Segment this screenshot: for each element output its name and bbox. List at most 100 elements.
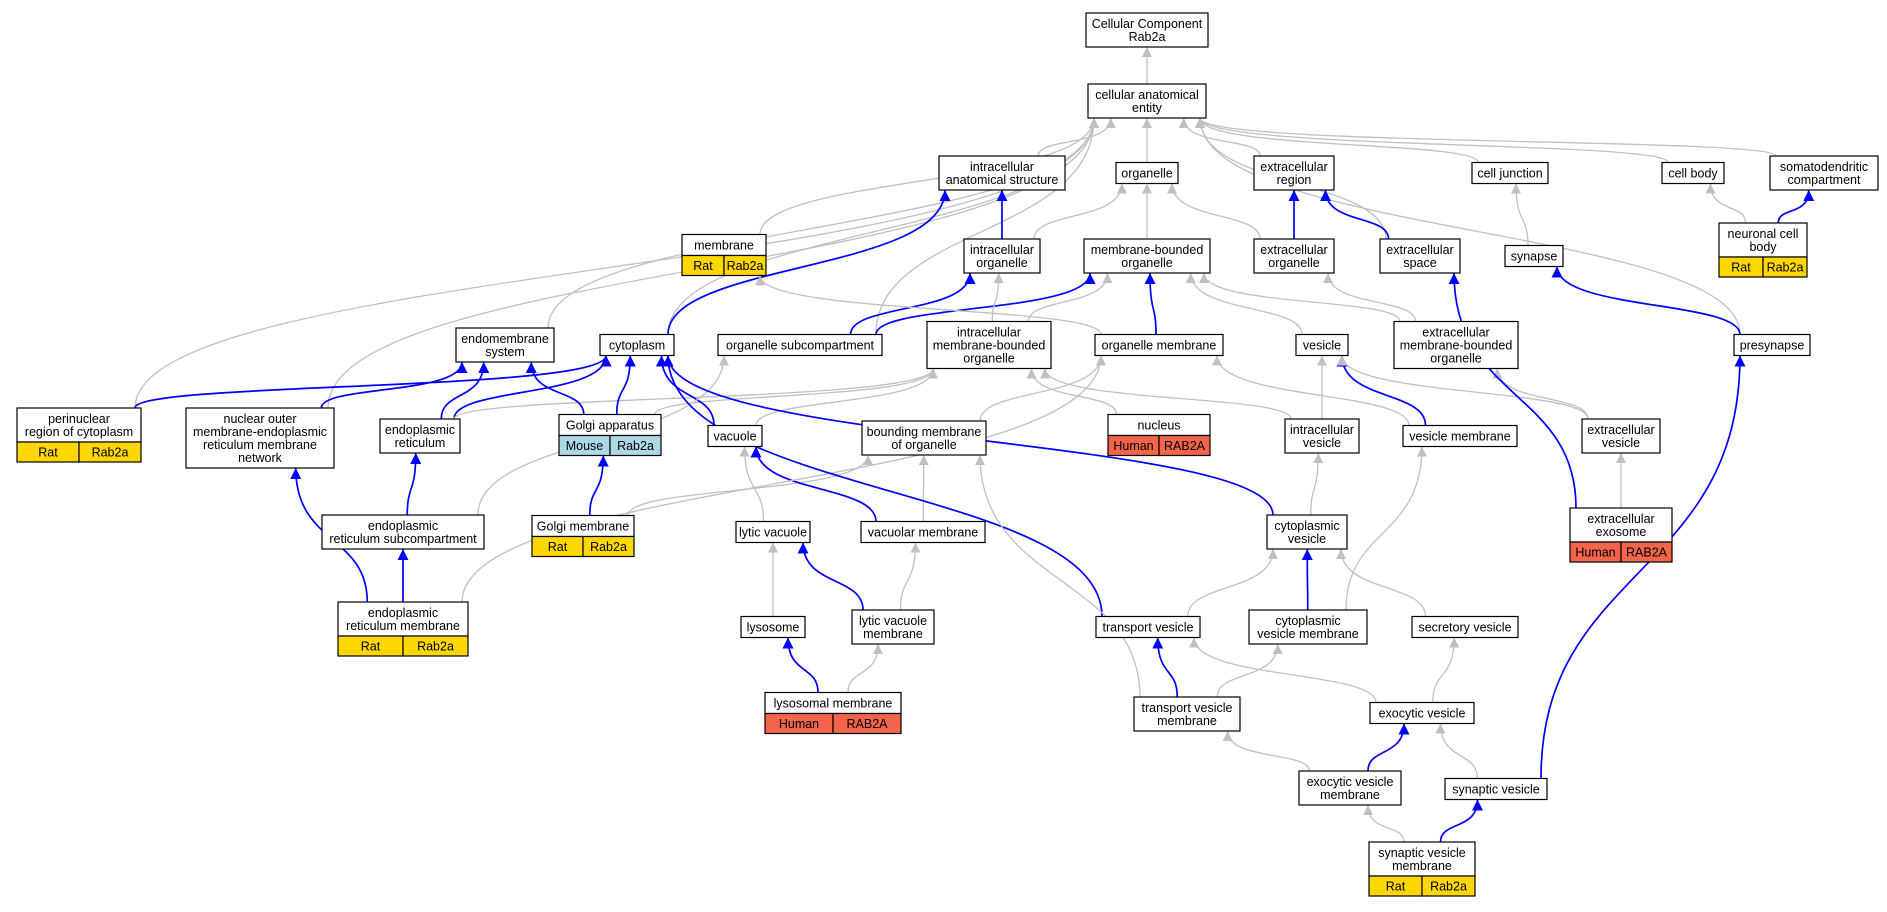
node-orgsub[interactable]: organelle subcompartment bbox=[717, 333, 883, 357]
node-exoves[interactable]: exocytic vesicle bbox=[1369, 701, 1475, 725]
node-label: membrane-bounded bbox=[1091, 243, 1204, 257]
part-of-edge bbox=[453, 355, 612, 420]
node-vacmem[interactable]: vacuolar membrane bbox=[860, 520, 986, 544]
is-a-edge bbox=[1195, 117, 1777, 157]
node-box bbox=[717, 333, 883, 357]
node-label: transport vesicle bbox=[1102, 621, 1193, 635]
node-label: extracellular bbox=[1260, 243, 1327, 257]
node-lysosome[interactable]: lysosome bbox=[740, 615, 806, 639]
is-a-edge bbox=[1195, 117, 1669, 164]
node-label: endoplasmic bbox=[368, 606, 438, 620]
node-label: vesicle bbox=[1303, 436, 1341, 450]
node-box bbox=[337, 601, 469, 637]
node-label: cellular anatomical bbox=[1095, 88, 1199, 102]
node-box bbox=[963, 238, 1041, 274]
node-label: membrane-bounded bbox=[933, 339, 1046, 353]
node-label: organelle bbox=[1430, 352, 1481, 366]
node-label: extracellular bbox=[1587, 423, 1654, 437]
node-vesmem[interactable]: vesicle membrane bbox=[1402, 424, 1518, 448]
node-label: organelle bbox=[1121, 167, 1172, 181]
node-cytoplasm[interactable]: cytoplasm bbox=[599, 333, 675, 357]
is-a-edge bbox=[1345, 446, 1427, 611]
node-box bbox=[1266, 514, 1348, 550]
species-tag-label: Human bbox=[1575, 546, 1615, 560]
node-label: intracellular bbox=[1290, 423, 1354, 437]
node-box bbox=[1115, 161, 1179, 185]
part-of-edge bbox=[1551, 266, 1741, 335]
is-a-edge bbox=[975, 454, 1141, 698]
node-organelle[interactable]: organelle bbox=[1115, 161, 1179, 185]
node-vesicle[interactable]: vesicle bbox=[1295, 333, 1349, 357]
node-lytvac[interactable]: lytic vacuole bbox=[735, 520, 811, 544]
node-label: exosome bbox=[1596, 525, 1647, 539]
node-orgmem[interactable]: organelle membrane bbox=[1094, 333, 1224, 357]
part-of-edge bbox=[662, 355, 1103, 617]
node-secves[interactable]: secretory vesicle bbox=[1411, 615, 1519, 639]
node-synves[interactable]: synaptic vesicle bbox=[1444, 777, 1548, 801]
node-box bbox=[735, 520, 811, 544]
species-tag-label: Rab2a bbox=[727, 259, 764, 273]
node-label: reticulum membrane bbox=[346, 619, 460, 633]
node-presynapse[interactable]: presynapse bbox=[1733, 333, 1811, 357]
node-label: presynapse bbox=[1740, 339, 1805, 353]
is-a-edge bbox=[991, 272, 1004, 322]
node-cellbody[interactable]: cell body bbox=[1661, 161, 1725, 185]
node-label: reticulum subcompartment bbox=[329, 532, 477, 546]
node-label: vesicle bbox=[1602, 436, 1640, 450]
is-a-edge bbox=[1432, 637, 1460, 703]
node-box bbox=[1411, 615, 1519, 639]
is-a-edge bbox=[667, 117, 1099, 335]
part-of-edge bbox=[750, 446, 877, 522]
node-synapse[interactable]: synapse bbox=[1504, 244, 1564, 268]
node-label: compartment bbox=[1788, 173, 1861, 187]
node-celljunc[interactable]: cell junction bbox=[1471, 161, 1549, 185]
node-label: synapse bbox=[1511, 250, 1558, 264]
is-a-edge bbox=[1435, 723, 1479, 779]
node-nuclouter[interactable]: nuclear outermembrane-endoplasmicreticul… bbox=[185, 407, 335, 469]
node-label: vacuolar membrane bbox=[868, 526, 979, 540]
part-of-edge bbox=[134, 355, 612, 409]
node-label: cell junction bbox=[1477, 167, 1542, 181]
node-transves[interactable]: transport vesicle bbox=[1095, 615, 1201, 639]
node-box bbox=[321, 514, 485, 550]
part-of-edge bbox=[406, 452, 422, 516]
node-vacuole[interactable]: vacuole bbox=[707, 424, 763, 448]
node-box bbox=[938, 155, 1066, 191]
species-tag-label: Rab2a bbox=[1430, 880, 1467, 894]
node-box bbox=[1295, 333, 1349, 357]
node-box bbox=[860, 520, 986, 544]
node-box bbox=[1379, 238, 1461, 274]
